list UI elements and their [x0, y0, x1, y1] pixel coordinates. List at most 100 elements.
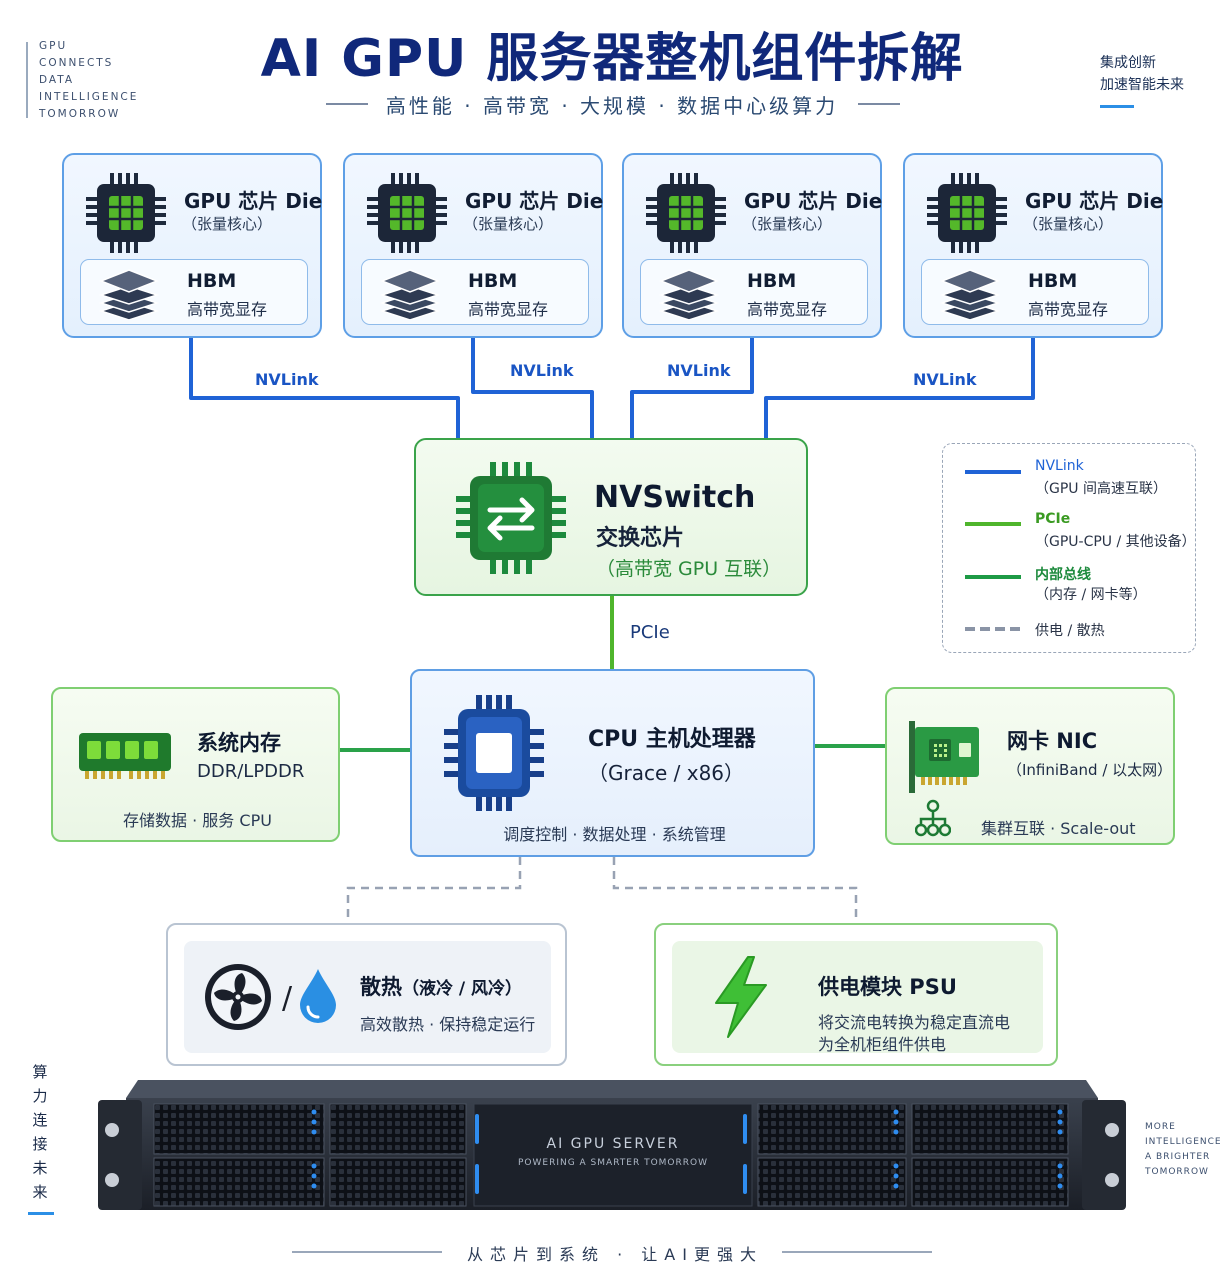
cooling-title-main: 散热 [360, 975, 402, 999]
ram-stick-icon [79, 733, 171, 779]
side-right-line: TOMORROW [1145, 1167, 1209, 1177]
nvlink-line-1 [189, 338, 460, 438]
vertical-char: 连 [32, 1111, 48, 1129]
memory-stack-icon [940, 269, 1000, 320]
server-rack-graphic [98, 1080, 1126, 1210]
cooling-title-note: （液冷 / 风冷） [402, 979, 523, 999]
nvlink-line-3 [630, 338, 754, 438]
server-chassis: AI GPU SERVER POWERING A SMARTER TOMORRO… [98, 1080, 1126, 1216]
side-caption-line: GPU [39, 40, 68, 52]
header-tagline: 集成创新 加速智能未来 [1100, 52, 1184, 96]
vertical-char: 力 [32, 1087, 48, 1105]
cpu-title: CPU 主机处理器 [588, 727, 756, 752]
nic-subtitle: （InfiniBand / 以太网） [1007, 761, 1173, 779]
psu-card: 供电模块 PSU 将交流电转换为稳定直流电 为全机柜组件供电 [654, 923, 1058, 1066]
hbm-subtitle: 高带宽显存 [468, 300, 549, 319]
memory-title: 系统内存 [197, 731, 281, 755]
memory-stack-icon [380, 269, 440, 320]
side-right-line: MORE [1145, 1122, 1176, 1132]
hbm-title: HBM [468, 270, 518, 292]
memory-footer: 存储数据 · 服务 CPU [123, 811, 272, 830]
side-caption-line: DATA [39, 74, 75, 86]
memory-stack-icon [659, 269, 719, 320]
gpu-card: GPU 芯片 Die （张量核心） HBM 高带宽显存 [343, 153, 603, 338]
legend-desc: （内存 / 网卡等） [1035, 587, 1147, 603]
subtitle-rule-right [858, 103, 900, 105]
side-caption-line: INTELLIGENCE [39, 91, 139, 103]
hbm-module: HBM 高带宽显存 [361, 259, 589, 325]
gpu-chip-icon [86, 173, 166, 253]
psu-desc-line: 为全机柜组件供电 [818, 1035, 947, 1054]
legend-line-pcie [965, 522, 1021, 526]
hbm-subtitle: 高带宽显存 [747, 300, 828, 319]
nvlink-label: NVLink [510, 361, 574, 380]
legend-title: NVLink [1035, 458, 1084, 474]
gpu-card-title: GPU 芯片 Die [465, 189, 604, 213]
tagline-accent [1100, 105, 1134, 108]
network-card-icon [909, 721, 979, 793]
cpu-footer: 调度控制 · 数据处理 · 系统管理 [503, 825, 726, 844]
hbm-subtitle: 高带宽显存 [1028, 300, 1109, 319]
cpu-subtitle: （Grace / x86） [588, 761, 745, 785]
gpu-card: GPU 芯片 Die （张量核心） HBM 高带宽显存 [903, 153, 1163, 338]
legend-title: PCIe [1035, 511, 1071, 527]
psu-title: 供电模块 PSU [818, 975, 957, 999]
legend-desc: 供电 / 散热 [1035, 623, 1105, 639]
gpu-card-title: GPU 芯片 Die [184, 189, 323, 213]
memory-card: 系统内存 DDR/LPDDR 存储数据 · 服务 CPU [51, 687, 340, 842]
cooling-desc: 高效散热 · 保持稳定运行 [360, 1015, 536, 1034]
legend: NVLink （GPU 间高速互联） PCIe （GPU-CPU / 其他设备）… [942, 443, 1196, 653]
power-line-psu [612, 857, 858, 923]
gpu-card-subtitle: （张量核心） [463, 215, 554, 233]
gpu-chip-icon [646, 173, 726, 253]
tagline-line: 集成创新 [1100, 55, 1156, 71]
fan-icon [205, 964, 271, 1030]
legend-line-power [965, 627, 1021, 631]
gpu-card-subtitle: （张量核心） [182, 215, 273, 233]
page-footer: 从芯片到系统 · 让AI更强大 [467, 1245, 763, 1264]
footer-rule-left [292, 1251, 442, 1253]
gpu-card-subtitle: （张量核心） [1023, 215, 1114, 233]
nvswitch-note: （高带宽 GPU 互联） [596, 558, 782, 580]
cpu-chip-icon [444, 695, 544, 811]
hbm-module: HBM 高带宽显存 [640, 259, 868, 325]
hbm-title: HBM [747, 270, 797, 292]
nvlink-line-2 [471, 338, 594, 438]
vertical-char: 来 [32, 1183, 48, 1201]
legend-title: 内部总线 [1035, 567, 1091, 583]
nvswitch-title: NVSwitch [594, 480, 756, 515]
side-right-caption: MORE INTELLIGENCE A BRIGHTER TOMORROW [1145, 1120, 1222, 1180]
nic-card: 网卡 NIC （InfiniBand / 以太网） 集群互联 · Scale-o… [885, 687, 1175, 845]
switch-chip-icon [456, 462, 566, 574]
server-sublabel: POWERING A SMARTER TOMORROW [517, 1158, 709, 1168]
nvswitch-card: NVSwitch 交换芯片 （高带宽 GPU 互联） [414, 438, 808, 596]
cooling-separator: / [282, 981, 293, 1016]
header-side-caption: GPU CONNECTS DATA INTELLIGENCE TOMORROW [39, 38, 138, 123]
page-subtitle: 高性能 · 高带宽 · 大规模 · 数据中心级算力 [385, 94, 839, 118]
memory-subtitle: DDR/LPDDR [197, 761, 305, 782]
subtitle-rule-left [326, 103, 368, 105]
nic-title: 网卡 NIC [1007, 729, 1098, 753]
legend-desc: （GPU-CPU / 其他设备） [1035, 534, 1196, 550]
vertical-char: 接 [32, 1135, 48, 1153]
side-caption-line: CONNECTS [39, 57, 114, 69]
gpu-chip-icon [367, 173, 447, 253]
side-right-line: INTELLIGENCE [1145, 1137, 1222, 1147]
legend-line-nvlink [965, 470, 1021, 474]
vertical-char: 未 [32, 1159, 48, 1177]
gpu-card-title: GPU 芯片 Die [744, 189, 883, 213]
nvlink-line-4 [764, 338, 1035, 438]
side-right-line: A BRIGHTER [1145, 1152, 1211, 1162]
nvlink-lines [189, 338, 1035, 438]
server-label: AI GPU SERVER [546, 1136, 680, 1152]
memory-stack-icon [99, 269, 159, 320]
page-title: AI GPU 服务器整机组件拆解 [260, 29, 964, 89]
gpu-card: GPU 芯片 Die （张量核心） HBM 高带宽显存 [62, 153, 322, 338]
power-line-cooling [346, 857, 522, 923]
cooling-card: / 散热（液冷 / 风冷） 高效散热 · 保持稳定运行 [166, 923, 567, 1066]
water-drop-icon [300, 969, 336, 1023]
side-caption-line: TOMORROW [39, 108, 121, 120]
legend-desc: （GPU 间高速互联） [1035, 481, 1167, 497]
hbm-title: HBM [187, 270, 237, 292]
